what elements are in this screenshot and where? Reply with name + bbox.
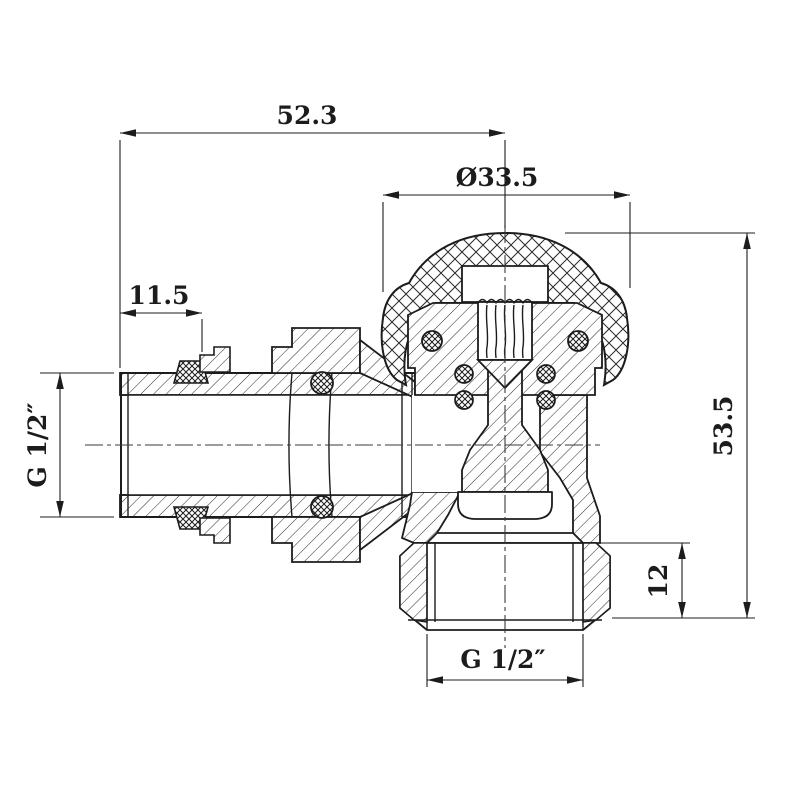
o-ring-stem-left-2 xyxy=(454,390,474,410)
olive-and-clip-top xyxy=(172,346,231,384)
dim-label-nut-height: 12 xyxy=(644,564,673,599)
dimension-nut-height: 12 xyxy=(600,542,690,618)
valve-body xyxy=(400,394,601,544)
dimension-overall-width: 52.3 xyxy=(119,101,506,368)
dimension-knob-diameter: Ø33.5 xyxy=(382,163,631,292)
dimension-tail-length: 11.5 xyxy=(120,281,203,352)
o-ring-stem-left-1 xyxy=(454,364,474,384)
dim-label-knob-diameter: Ø33.5 xyxy=(456,163,539,192)
dimension-bottom-thread: G 1/2″ xyxy=(426,634,584,687)
o-ring-bonnet-right xyxy=(567,330,589,352)
o-ring-stem-right-1 xyxy=(536,364,556,384)
o-ring-union-top xyxy=(310,371,334,395)
o-ring-bonnet-left xyxy=(421,330,443,352)
o-ring-stem-right-2 xyxy=(536,390,556,410)
dim-label-left-thread: G 1/2″ xyxy=(23,402,52,487)
dimension-left-thread: G 1/2″ xyxy=(23,372,114,518)
o-ring-union-bottom xyxy=(310,495,334,519)
olive-and-clip-bottom xyxy=(172,506,231,544)
dim-label-overall-width: 52.3 xyxy=(277,101,338,130)
dim-label-overall-height: 53.5 xyxy=(709,396,738,457)
dim-label-bottom-thread: G 1/2″ xyxy=(460,645,545,674)
dim-label-tail-length: 11.5 xyxy=(129,281,190,310)
dimension-overall-height: 53.5 xyxy=(565,232,755,619)
centerlines xyxy=(85,225,600,648)
